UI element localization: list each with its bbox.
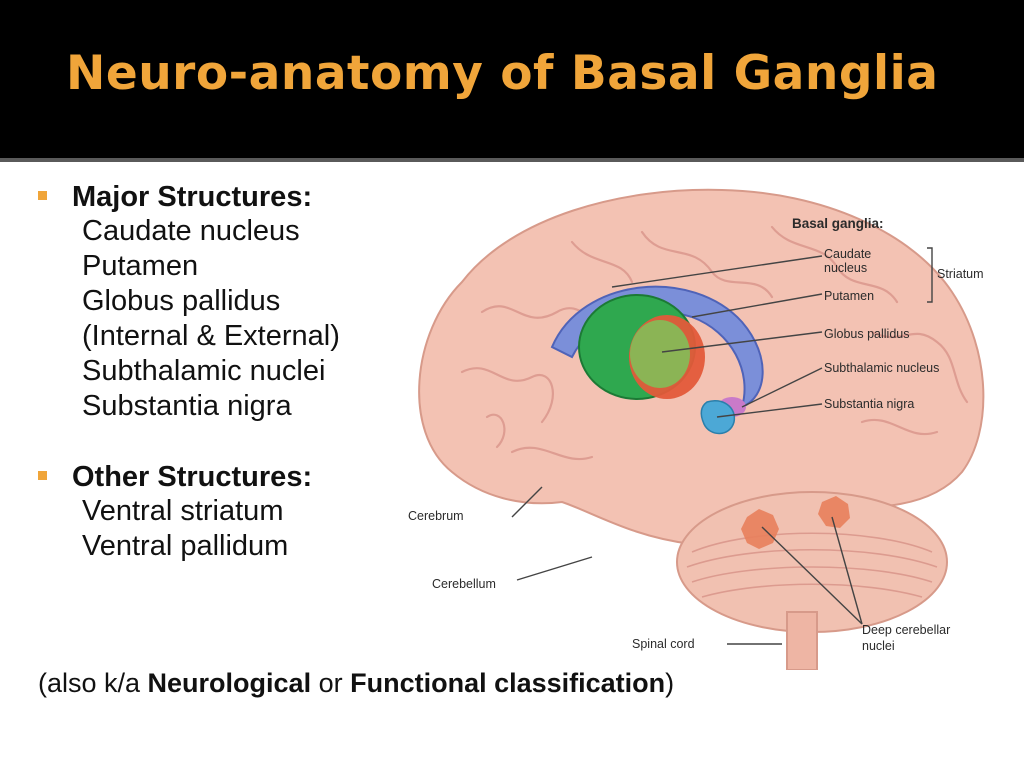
footnote-suffix: ) bbox=[665, 668, 675, 698]
bullet-other: Other Structures: bbox=[38, 460, 398, 494]
label-cerebrum: Cerebrum bbox=[408, 509, 464, 523]
title-bar: Neuro-anatomy of Basal Ganglia bbox=[0, 0, 1024, 158]
other-item-ventral-pallidum: Ventral pallidum bbox=[82, 530, 289, 562]
brain-illustration: Basal ganglia: Caudate nucleus Striatum … bbox=[408, 188, 985, 670]
label-cerebellum: Cerebellum bbox=[432, 577, 496, 591]
label-striatum: Striatum bbox=[937, 267, 984, 281]
footnote-term-functional: Functional classification bbox=[350, 668, 666, 698]
bullet-list: Major Structures: Caudate nucleus Putame… bbox=[38, 180, 398, 564]
major-heading: Major Structures: bbox=[72, 181, 313, 213]
label-deep-1: Deep cerebellar bbox=[862, 623, 950, 637]
label-putamen: Putamen bbox=[824, 289, 874, 303]
footnote-prefix: (also k/a bbox=[38, 668, 148, 698]
bullet-marker bbox=[38, 191, 47, 200]
footnote-middle: or bbox=[311, 668, 351, 698]
label-deep-2: nuclei bbox=[862, 639, 895, 653]
spinal-cord-shape bbox=[786, 611, 818, 670]
label-spinal-cord: Spinal cord bbox=[632, 637, 695, 651]
bullet-major: Major Structures: bbox=[38, 180, 398, 214]
label-globus: Globus pallidus bbox=[824, 327, 909, 341]
slide-title: Neuro-anatomy of Basal Ganglia bbox=[66, 46, 939, 101]
deep-nuclei-left bbox=[741, 509, 779, 549]
major-item-subthalamic: Subthalamic nuclei bbox=[82, 355, 326, 387]
major-item-globus: Globus pallidus bbox=[82, 285, 281, 317]
title-divider bbox=[0, 158, 1024, 162]
label-basal-ganglia: Basal ganglia: bbox=[792, 216, 884, 231]
other-item-ventral-striatum: Ventral striatum bbox=[82, 495, 284, 527]
label-caudate-2: nucleus bbox=[824, 261, 867, 275]
other-heading: Other Structures: bbox=[72, 461, 313, 493]
brain-diagram: Basal ganglia: Caudate nucleus Striatum … bbox=[392, 172, 1024, 670]
major-item-nigra: Substantia nigra bbox=[82, 390, 292, 422]
footnote-term-neurological: Neurological bbox=[147, 668, 312, 698]
major-item-globus-sub: (Internal & External) bbox=[82, 320, 340, 352]
major-item-putamen: Putamen bbox=[82, 250, 199, 282]
label-nigra: Substantia nigra bbox=[824, 397, 914, 411]
footnote: (also k/a Neurological or Functional cla… bbox=[38, 668, 674, 699]
label-caudate-1: Caudate bbox=[824, 247, 871, 261]
label-subthalamic: Subthalamic nucleus bbox=[824, 361, 939, 375]
bullet-marker bbox=[38, 471, 47, 480]
major-item-caudate: Caudate nucleus bbox=[82, 215, 300, 247]
deep-nuclei-right bbox=[818, 496, 850, 528]
